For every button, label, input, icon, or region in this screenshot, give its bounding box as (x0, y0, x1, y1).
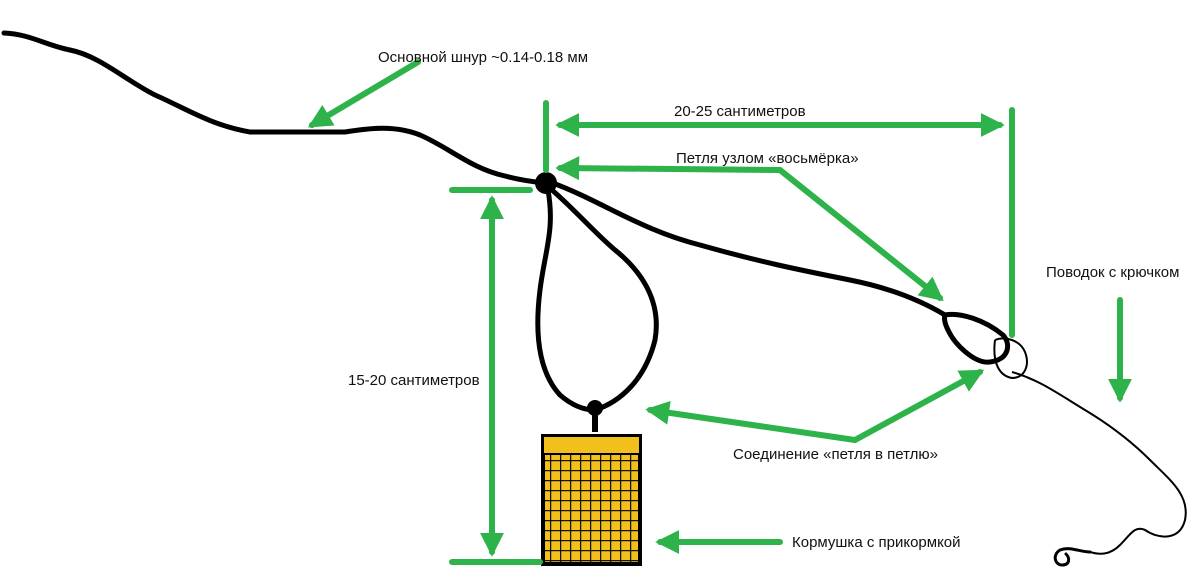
label-length-side: 15-20 сантиметров (348, 372, 480, 389)
label-feeder: Кормушка с прикормкой (792, 534, 961, 551)
pointer-main-line (307, 59, 421, 128)
label-loop-to-loop: Соединение «петля в петлю» (733, 446, 938, 463)
hook-loop (993, 337, 1028, 380)
pointer-arrows (307, 59, 1132, 554)
feeder-knot-dot (587, 400, 603, 416)
pointer-loop-to-loop (645, 400, 858, 443)
label-length-top: 20-25 сантиметров (674, 103, 806, 120)
label-figure-eight: Петля узлом «восьмёрка» (676, 150, 859, 167)
label-main-line: Основной шнур ~0.14-0.18 мм (378, 49, 588, 66)
dimension-lines (449, 100, 1015, 565)
hook-leader (1011, 371, 1187, 555)
pointer-figure-eight-2 (777, 167, 944, 301)
leader-line (547, 179, 948, 318)
pointer-figure-eight (555, 156, 783, 181)
pointer-loop-to-loop-2 (852, 369, 985, 443)
hook-icon (1053, 547, 1092, 567)
label-leader: Поводок с крючком (1046, 264, 1179, 281)
leader-loop (941, 311, 1011, 365)
main-line (1, 30, 548, 186)
feeder-cage (541, 434, 642, 566)
